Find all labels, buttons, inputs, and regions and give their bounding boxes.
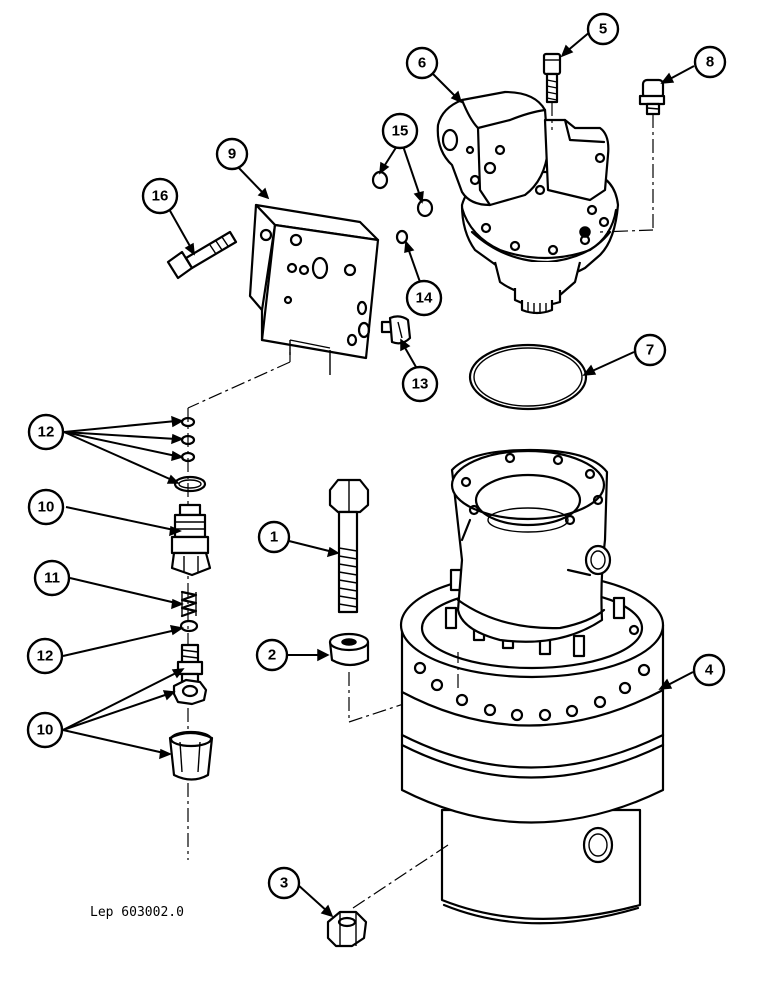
part-3-nut [326, 910, 368, 948]
callout-6-label: 6 [418, 55, 426, 72]
callout-9: 9 [215, 137, 249, 171]
callout-12-upper: 12 [27, 413, 65, 451]
callout-16: 16 [141, 177, 179, 215]
part-13-plug [380, 315, 412, 345]
part-6-hydraulic-motor [436, 90, 620, 315]
callout-10-upper: 10 [27, 488, 65, 526]
part-11-spring [180, 590, 198, 618]
callout-12-lower: 12 [26, 637, 64, 675]
part-16-bolt [166, 230, 238, 280]
callout-16-label: 16 [152, 188, 169, 205]
callout-12-lower-label: 12 [37, 648, 54, 665]
callout-4-label: 4 [705, 662, 714, 679]
part-12-seals-upper [173, 416, 207, 493]
callout-2-label: 2 [268, 647, 276, 664]
part-2-washer [328, 632, 453, 723]
callout-10-lower-label: 10 [37, 722, 54, 739]
part-5-bolt [542, 52, 562, 130]
callout-14: 14 [405, 279, 443, 317]
callout-10-lower: 10 [26, 711, 64, 749]
part-12-seal-lower [179, 619, 199, 633]
callout-6: 6 [405, 46, 439, 80]
callout-14-label: 14 [416, 290, 433, 307]
part-10-lower-components [168, 643, 214, 781]
callout-12-upper-label: 12 [38, 424, 55, 441]
part-4-gearbox [349, 448, 665, 925]
callout-2: 2 [255, 638, 289, 672]
part-14-o-ring [395, 229, 409, 245]
callout-1: 1 [257, 520, 291, 554]
part-7-o-ring [468, 343, 588, 411]
callout-13-label: 13 [412, 376, 429, 393]
callout-4: 4 [692, 653, 726, 687]
callout-13: 13 [401, 365, 439, 403]
part-9-valve-block [248, 203, 380, 375]
callout-7: 7 [633, 333, 667, 367]
part-8-plug [599, 78, 666, 233]
callout-7-label: 7 [646, 342, 654, 359]
callout-3-label: 3 [280, 875, 288, 892]
callout-11: 11 [33, 559, 71, 597]
callout-15: 15 [381, 112, 419, 150]
callout-10-upper-label: 10 [38, 499, 55, 516]
callout-8: 8 [693, 45, 727, 79]
reference-code: Lep 603002.0 [90, 905, 184, 920]
callout-11-label: 11 [44, 570, 60, 587]
callout-5: 5 [586, 12, 620, 46]
callout-9-label: 9 [228, 146, 236, 163]
part-1-bolt [328, 478, 370, 614]
callout-8-label: 8 [706, 54, 714, 71]
callout-15-label: 15 [392, 123, 409, 140]
leader-lines [62, 30, 695, 918]
callout-1-label: 1 [270, 529, 278, 546]
part-10-relief-valve [170, 503, 212, 577]
callout-3: 3 [267, 866, 301, 900]
callout-5-label: 5 [599, 21, 607, 38]
